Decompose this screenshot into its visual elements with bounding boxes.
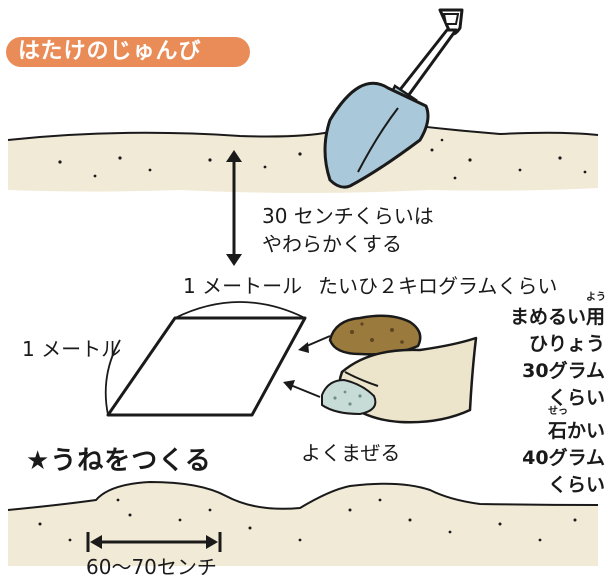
ridge-width-label: 60～70センチ (86, 555, 217, 579)
dig-depth-label-line1: 30 センチくらいは (262, 204, 434, 228)
title-badge (6, 37, 250, 67)
plot-width-label: 1 メートール (183, 274, 303, 298)
page-title: はたけのじゅんび (18, 39, 202, 64)
mix-label: よくまぜる (301, 441, 401, 465)
fertilizer-name: まめるいよう用 (509, 292, 605, 329)
plot-width-leader (174, 301, 306, 319)
lime-amount-suffix: くらい (547, 474, 605, 496)
dig-depth-label-line2: やわらかくする (262, 232, 402, 256)
section-heading: ★うねをつくる (26, 446, 212, 476)
soil-specks (58, 138, 587, 180)
plot-depth-label: 1 メートル (22, 337, 122, 361)
compost-amount-label: たいひ２キログラムくらい (318, 274, 558, 298)
mix-arrows (283, 335, 331, 398)
lime-powder-icon (321, 379, 377, 415)
plot-depth-leader (104, 339, 121, 416)
fertilizer-amount-suffix: くらい (547, 387, 605, 409)
compost-pile-icon (328, 314, 422, 356)
lime-amount: 40グラム (522, 447, 605, 469)
depth-arrow (226, 150, 242, 266)
shovel-icon (323, 8, 464, 189)
fertilizer-amount: 30グラム (522, 360, 605, 382)
ridge-soil (8, 482, 598, 566)
plot-square (106, 316, 307, 417)
amendment-list: まめるいよう用 ひりょう 30グラム くらい せっ石かい 40グラム くらい (495, 292, 605, 499)
fertilizer-line2: ひりょう (528, 333, 605, 355)
lime-name: せっ石かい (547, 406, 605, 443)
ridge-line (7, 480, 599, 511)
ridge-width-arrow (86, 532, 222, 552)
soil-surface (8, 128, 598, 193)
